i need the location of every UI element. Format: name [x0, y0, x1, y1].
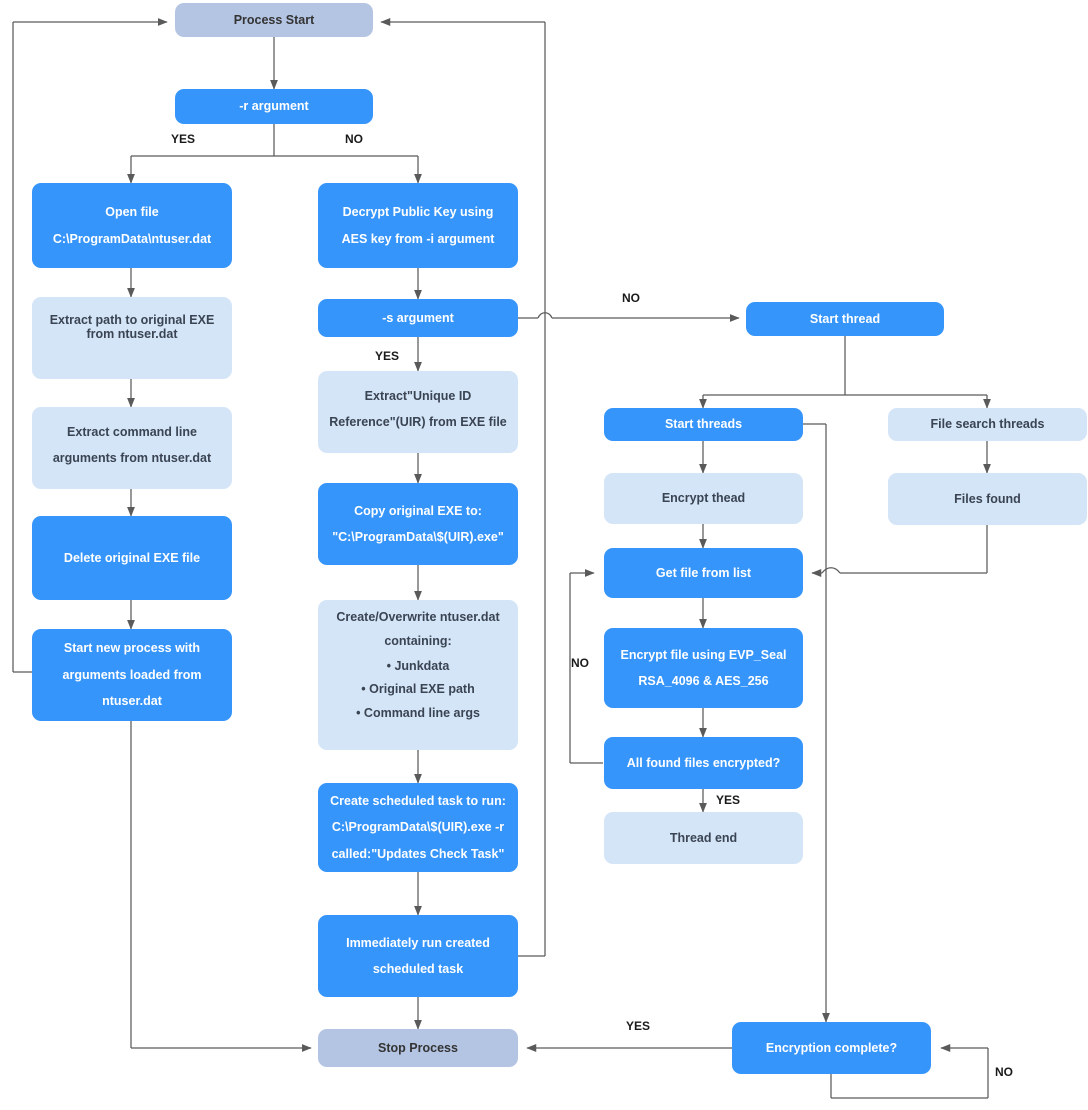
node-label-line3: ntuser.dat [102, 694, 162, 709]
edge-label-encryption-no: NO [995, 1065, 1013, 1079]
node-delete-exe[interactable]: Delete original EXE file [32, 516, 232, 600]
node-s-argument[interactable]: -s argument [318, 299, 518, 337]
node-extract-path[interactable]: Extract path to original EXE from ntuser… [32, 297, 232, 379]
node-label-line3: called:"Updates Check Task" [331, 846, 505, 861]
node-decrypt-public-key[interactable]: Decrypt Public Key using AES key from -i… [318, 183, 518, 268]
node-thread-end[interactable]: Thread end [604, 812, 803, 864]
node-label: Encryption complete? [765, 1040, 898, 1055]
node-label: Start thread [809, 311, 881, 326]
node-label-line2: arguments loaded from [62, 667, 202, 682]
edge-label-r-yes: YES [171, 132, 196, 146]
node-r-argument[interactable]: -r argument [175, 89, 373, 124]
node-encrypt-thead[interactable]: Encrypt thead [604, 473, 803, 524]
node-run-task[interactable]: Immediately run created scheduled task [318, 915, 518, 997]
edge-label-encryption-yes: YES [626, 1019, 651, 1033]
node-label: Stop Process [378, 1040, 458, 1055]
edge-label-r-no: NO [345, 132, 363, 146]
node-label-line2: scheduled task [372, 962, 464, 976]
node-label-line1: Extract"Unique ID [364, 389, 472, 403]
node-label-line1: Extract path to original EXE [49, 313, 215, 327]
node-label-line1: Encrypt file using EVP_Seal [620, 647, 787, 662]
node-label-line2: "C:\ProgramData\$(UIR).exe" [332, 530, 504, 544]
node-bullet-junkdata: • Junkdata [386, 658, 450, 673]
node-label-line1: Extract command line [67, 425, 197, 439]
node-bullet-command-line-args: • Command line args [356, 705, 480, 720]
edge-label-all-encrypted-yes: YES [716, 793, 741, 807]
node-label-line1: Create/Overwrite ntuser.dat [336, 610, 500, 624]
node-label-line2: Reference"(UIR) from EXE file [329, 415, 507, 430]
node-encryption-complete[interactable]: Encryption complete? [732, 1022, 931, 1074]
node-label-line2: RSA_4096 & AES_256 [638, 674, 769, 688]
node-file-search-threads[interactable]: File search threads [888, 408, 1087, 441]
node-label-line1: Copy original EXE to: [354, 503, 482, 518]
node-label: Encrypt thead [661, 491, 746, 506]
node-label: -s argument [382, 310, 454, 325]
node-label-line1: Immediately run created [346, 935, 490, 950]
node-label-line1: Open file [105, 205, 159, 220]
node-all-found-files-encrypted[interactable]: All found files encrypted? [604, 737, 803, 789]
node-files-found[interactable]: Files found [888, 473, 1087, 525]
edge-label-s-yes: YES [375, 349, 400, 363]
edge-label-all-encrypted-no: NO [571, 656, 589, 670]
node-label-line2: C:\ProgramData\$(UIR).exe -r [331, 820, 505, 835]
node-label-line1: Start new process with [63, 641, 201, 656]
node-start-thread[interactable]: Start thread [746, 302, 944, 336]
node-process-start[interactable]: Process Start [175, 3, 373, 37]
node-copy-exe[interactable]: Copy original EXE to: "C:\ProgramData\$(… [318, 483, 518, 565]
node-label: Get file from list [655, 565, 752, 580]
node-create-ntuser[interactable]: Create/Overwrite ntuser.dat containing: … [318, 600, 518, 750]
node-extract-cmdline[interactable]: Extract command line arguments from ntus… [32, 407, 232, 489]
node-encrypt-file[interactable]: Encrypt file using EVP_Seal RSA_4096 & A… [604, 628, 803, 708]
node-label-line2: C:\ProgramData\ntuser.dat [52, 231, 212, 246]
node-label: Start threads [664, 417, 743, 432]
node-label: Thread end [669, 830, 738, 845]
node-create-task[interactable]: Create scheduled task to run: C:\Program… [318, 783, 518, 872]
node-label: File search threads [930, 417, 1045, 432]
node-label-line1: Create scheduled task to run: [330, 793, 506, 808]
node-label: Delete original EXE file [63, 550, 201, 565]
node-open-file[interactable]: Open file C:\ProgramData\ntuser.dat [32, 183, 232, 268]
node-stop-process[interactable]: Stop Process [318, 1029, 518, 1067]
node-bullet-original-exe-path: • Original EXE path [361, 682, 475, 697]
node-label-line2: from ntuser.dat [86, 327, 178, 342]
node-label: All found files encrypted? [626, 755, 781, 770]
edge-label-s-no: NO [622, 291, 640, 305]
node-label-line1: Decrypt Public Key using [342, 205, 494, 220]
node-label: -r argument [239, 99, 309, 114]
node-extract-uir[interactable]: Extract"Unique ID Reference"(UIR) from E… [318, 371, 518, 453]
node-start-new-process[interactable]: Start new process with arguments loaded … [32, 629, 232, 721]
node-label-line2: containing: [384, 634, 452, 649]
node-label: Process Start [233, 12, 315, 27]
node-get-file-from-list[interactable]: Get file from list [604, 548, 803, 598]
node-label-line2: AES key from -i argument [341, 231, 495, 246]
node-label-line2: arguments from ntuser.dat [52, 451, 212, 466]
node-label: Files found [954, 491, 1021, 506]
node-start-threads[interactable]: Start threads [604, 408, 803, 441]
